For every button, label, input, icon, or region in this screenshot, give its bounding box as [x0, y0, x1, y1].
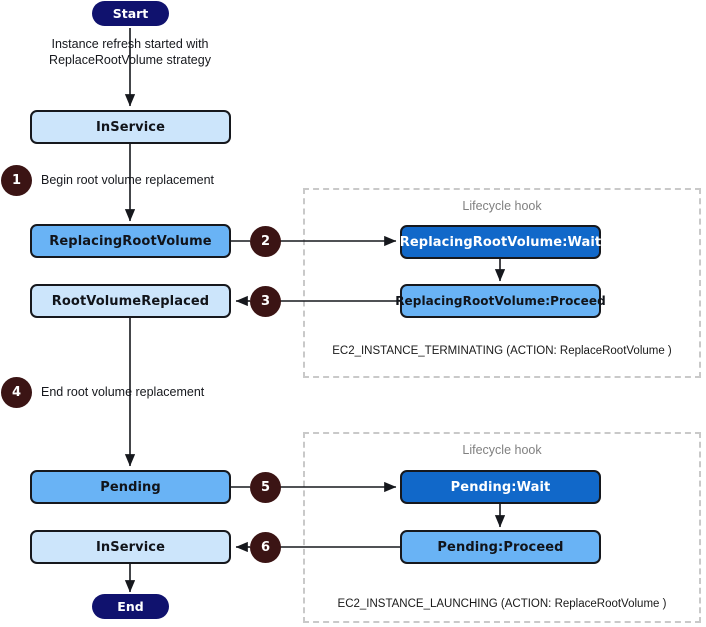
step-badge-3[interactable]: 3 [250, 286, 281, 317]
edge-label-start-to-inservice: Instance refresh started with ReplaceRoo… [49, 37, 211, 67]
lifecycle-hook-launching-caption: EC2_INSTANCE_LAUNCHING (ACTION: ReplaceR… [337, 598, 667, 610]
lifecycle-hook-launching-container [303, 432, 701, 623]
state-pending-proceed[interactable]: Pending:Proceed [400, 530, 601, 564]
step-badge-1[interactable]: 1 [1, 165, 32, 196]
state-replacingrootvolume[interactable]: ReplacingRootVolume [30, 224, 231, 258]
lifecycle-hook-terminating-caption: EC2_INSTANCE_TERMINATING (ACTION: Replac… [332, 345, 672, 357]
edge-label-end-replacement: End root volume replacement [41, 385, 205, 399]
lifecycle-hook-terminating-container [303, 188, 701, 378]
step-badge-5[interactable]: 5 [250, 472, 281, 503]
state-replacingrootvolume-proceed[interactable]: ReplacingRootVolume:Proceed [395, 284, 606, 318]
terminal-start[interactable]: Start [92, 1, 169, 26]
edge-label-begin-replacement: Begin root volume replacement [41, 173, 215, 187]
state-inservice-top[interactable]: InService [30, 110, 231, 144]
state-replacingrootvolume-wait[interactable]: ReplacingRootVolume:Wait [400, 225, 601, 259]
terminal-end[interactable]: End [92, 594, 169, 619]
state-inservice-bottom[interactable]: InService [30, 530, 231, 564]
step-badge-4[interactable]: 4 [1, 377, 32, 408]
state-pending-wait[interactable]: Pending:Wait [400, 470, 601, 504]
step-badge-6[interactable]: 6 [250, 532, 281, 563]
lifecycle-hook-terminating-title: Lifecycle hook [462, 199, 542, 213]
step-badge-2[interactable]: 2 [250, 226, 281, 257]
state-rootvolumereplaced[interactable]: RootVolumeReplaced [30, 284, 231, 318]
lifecycle-hook-launching-title: Lifecycle hook [462, 443, 542, 457]
state-pending[interactable]: Pending [30, 470, 231, 504]
